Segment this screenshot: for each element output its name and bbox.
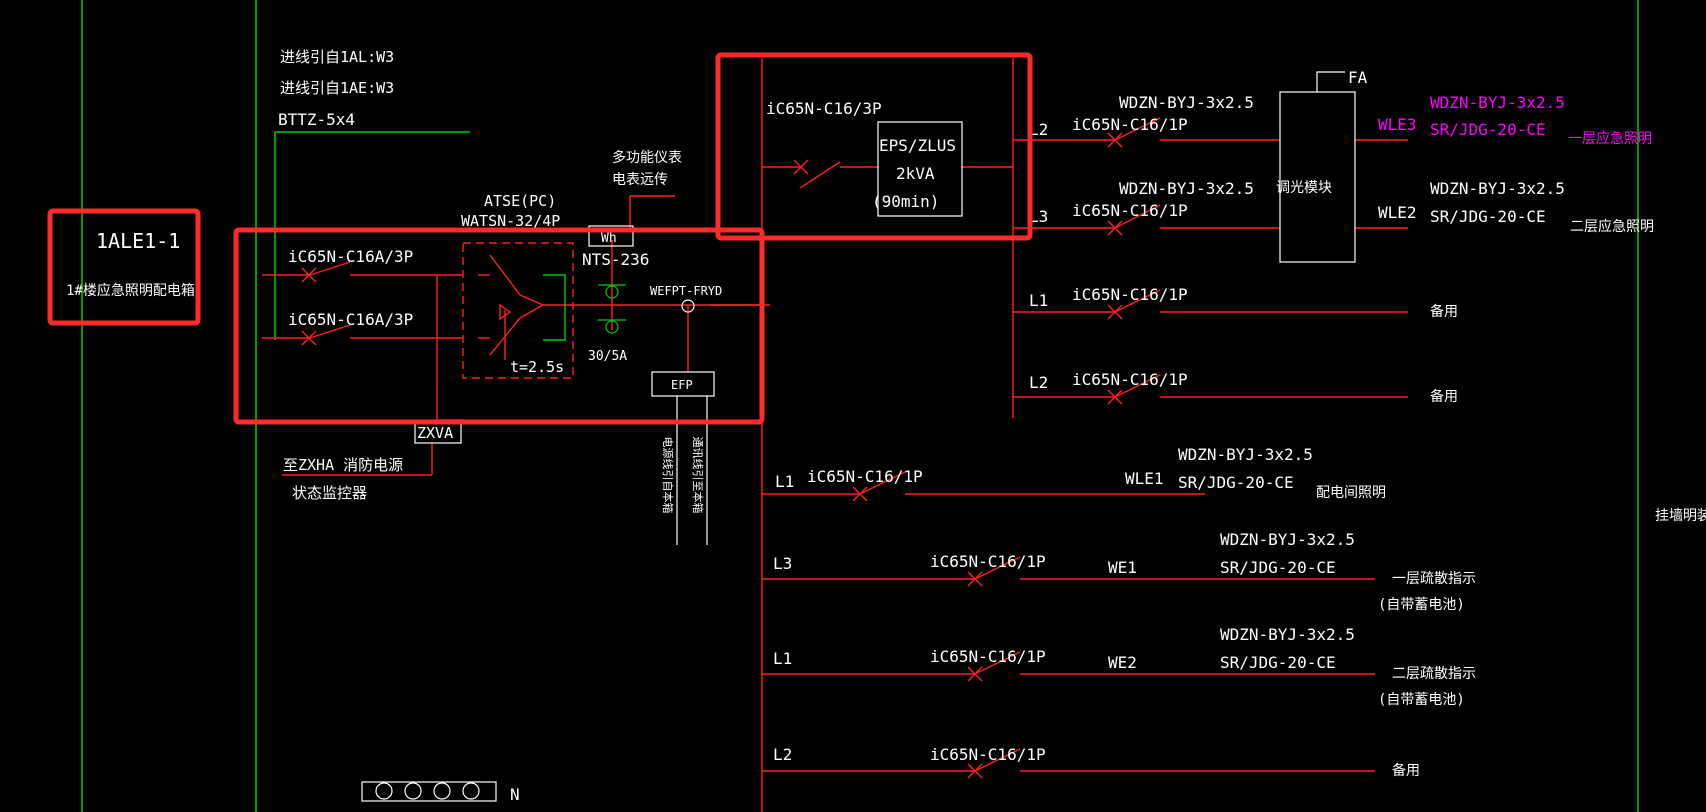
- main-c1-breaker: iC65N-C16/1P: [807, 467, 923, 486]
- eps-c3-phase: L1: [1029, 291, 1048, 310]
- vertical-note2: 通讯线引至本箱: [691, 437, 705, 514]
- main-c3-breaker: iC65N-C16/1P: [930, 647, 1046, 666]
- main-c1-conduit: SR/JDG-20-CE: [1178, 473, 1294, 492]
- eps-line3: (90min): [872, 192, 939, 211]
- incoming-line1: 进线引自1AL:W3: [280, 48, 394, 66]
- incoming-line2: 进线引自1AE:W3: [280, 79, 394, 97]
- eps-c2-conduit: SR/JDG-20-CE: [1430, 207, 1546, 226]
- main-c2-breaker: iC65N-C16/1P: [930, 552, 1046, 571]
- meter-note1: 多功能仪表: [612, 149, 682, 166]
- ct-ratio: 30/5A: [588, 349, 627, 364]
- atse-box: [462, 242, 574, 379]
- incoming-cable: BTTZ-5x4: [278, 110, 355, 129]
- main-breaker1-label: iC65N-C16A/3P: [288, 247, 413, 266]
- eps-c2-purpose: 二层应急照明: [1570, 218, 1654, 235]
- main-c3-cable: WDZN-BYJ-3x2.5: [1220, 625, 1355, 644]
- atse-type: ATSE(PC): [484, 192, 556, 210]
- main-c3-phase: L1: [773, 649, 792, 668]
- atse-model: WATSN-32/4P: [461, 212, 560, 230]
- eps-c2-breaker: iC65N-C16/1P: [1072, 201, 1188, 220]
- main-c3-purpose2: (自带蓄电池): [1378, 692, 1465, 708]
- eps-breaker-label: iC65N-C16/3P: [766, 99, 882, 118]
- neutral-terminals: [375, 782, 480, 800]
- atse-bypass: [543, 274, 566, 341]
- highlight-panel-title: [47, 208, 201, 326]
- main-c1-purpose: 配电间照明: [1316, 485, 1386, 501]
- ct-model: NTS-236: [582, 250, 649, 269]
- eps-line1: EPS/ZLUS: [879, 136, 956, 155]
- efp-label: EFP: [671, 378, 693, 392]
- main-c1-cable: WDZN-BYJ-3x2.5: [1178, 445, 1313, 464]
- eps-c1-phase: L2: [1029, 120, 1048, 139]
- highlight-eps-section: [715, 52, 1033, 241]
- eps-c3-breaker: iC65N-C16/1P: [1072, 285, 1188, 304]
- main-c1-circuit: WLE1: [1125, 469, 1164, 488]
- eps-c2-phase: L3: [1029, 207, 1048, 226]
- eps-c2-circuit: WLE2: [1378, 203, 1417, 222]
- dimmer-label: 调光模块: [1276, 180, 1332, 196]
- main-c3-circuit: WE2: [1108, 653, 1137, 672]
- efp-box: [651, 371, 715, 397]
- eps-c4-phase: L2: [1029, 373, 1048, 392]
- neutral-bar: [361, 781, 497, 802]
- atse-time: t=2.5s: [510, 358, 564, 376]
- panel-id: 1ALE1-1: [96, 229, 180, 253]
- eps-circuit-wires: [1013, 117, 1408, 405]
- main-c3-purpose: 二层疏散指示: [1392, 666, 1476, 682]
- meter-label: Wh: [601, 231, 617, 246]
- frame-lines: [81, 0, 1639, 812]
- main-circuit-wires: [762, 471, 1375, 779]
- fire-monitor-label: WEFPT-FRYD: [650, 284, 722, 298]
- install-note: 挂墙明装: [1655, 508, 1706, 524]
- main-breaker2-label: iC65N-C16A/3P: [288, 310, 413, 329]
- eps-c1-conduit: SR/JDG-20-CE: [1430, 120, 1546, 139]
- main-c3-conduit: SR/JDG-20-CE: [1220, 653, 1336, 672]
- main-c4-purpose: 备用: [1392, 762, 1420, 779]
- vertical-note1: 电源线引自本箱: [661, 437, 675, 514]
- main-c2-purpose2: (自带蓄电池): [1378, 597, 1465, 613]
- neutral-label: N: [510, 785, 520, 804]
- main-c2-conduit: SR/JDG-20-CE: [1220, 558, 1336, 577]
- highlight-boxes: [47, 52, 1033, 425]
- eps-c2-out-cable: WDZN-BYJ-3x2.5: [1430, 179, 1565, 198]
- eps-unit: [877, 121, 963, 217]
- panel-name: 1#楼应急照明配电箱: [66, 282, 195, 299]
- eps-c1-breaker: iC65N-C16/1P: [1072, 115, 1188, 134]
- main-c4-phase: L2: [773, 745, 792, 764]
- main-section-wires: [262, 195, 770, 476]
- eps-c1-out-cable: WDZN-BYJ-3x2.5: [1430, 93, 1565, 112]
- eps-c4-breaker: iC65N-C16/1P: [1072, 370, 1188, 389]
- fa-label: FA: [1348, 68, 1368, 87]
- main-c2-cable: WDZN-BYJ-3x2.5: [1220, 530, 1355, 549]
- main-c2-purpose: 一层疏散指示: [1392, 571, 1476, 587]
- eps-line2: 2kVA: [896, 164, 935, 183]
- current-transformer: [598, 284, 626, 334]
- eps-c1-circuit: WLE3: [1378, 115, 1417, 134]
- highlight-main-section: [233, 227, 765, 425]
- main-c1-phase: L1: [775, 472, 794, 491]
- note-zxha2: 状态监控器: [292, 484, 367, 502]
- main-c4-breaker: iC65N-C16/1P: [930, 745, 1046, 764]
- energy-meter: [588, 225, 634, 247]
- eps-c1-purpose: 一层应急照明: [1568, 130, 1652, 147]
- eps-c3-purpose: 备用: [1430, 303, 1458, 320]
- main-c2-phase: L3: [773, 554, 792, 573]
- fire-monitor-symbol: [681, 299, 695, 313]
- atse-internals: [478, 254, 544, 360]
- main-c2-circuit: WE1: [1108, 558, 1137, 577]
- eps-c4-purpose: 备用: [1430, 388, 1458, 405]
- eps-c2-cable: WDZN-BYJ-3x2.5: [1119, 179, 1254, 198]
- meter-note2: 电表远传: [612, 172, 668, 188]
- eps-c1-cable: WDZN-BYJ-3x2.5: [1119, 93, 1254, 112]
- fa-lead: [1316, 71, 1345, 92]
- zxva-label: ZXVA: [417, 424, 453, 442]
- note-zxha1: 至ZXHA 消防电源: [283, 456, 403, 474]
